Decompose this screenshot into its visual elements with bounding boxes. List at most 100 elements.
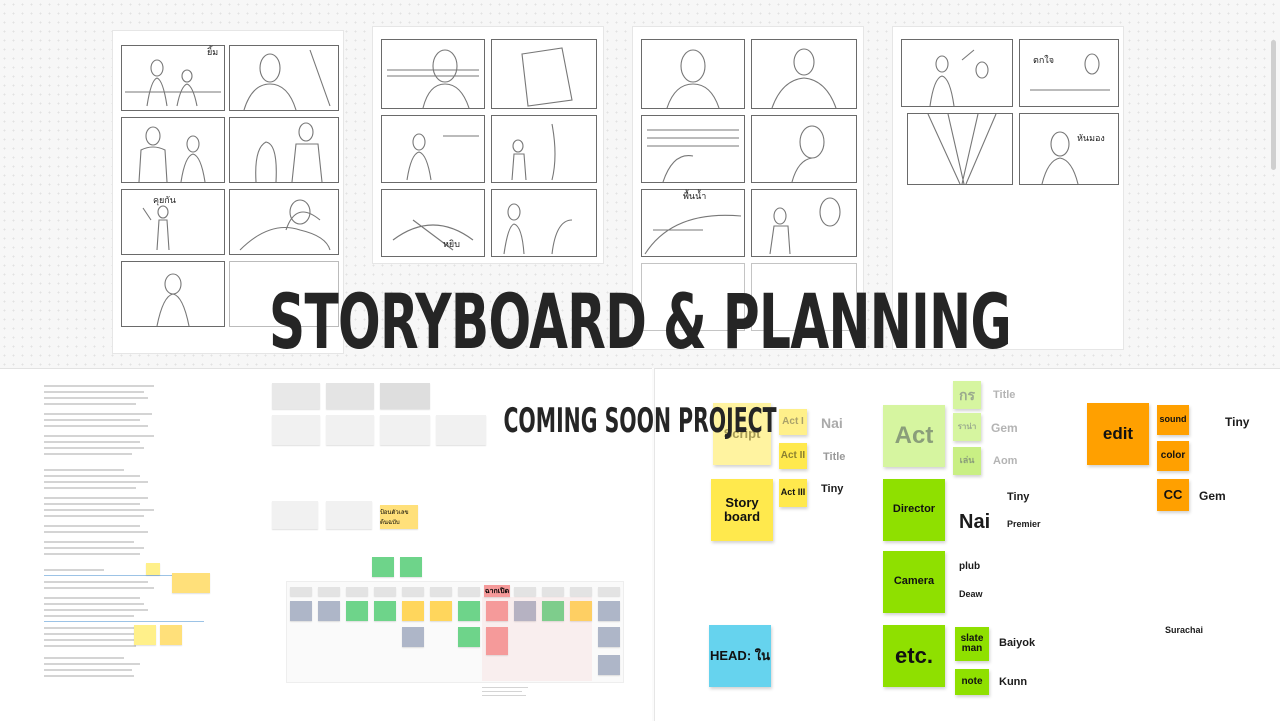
scrollbar[interactable] xyxy=(1271,40,1276,170)
storyboard-panel xyxy=(751,39,857,109)
storyboard-panel xyxy=(641,39,745,109)
timeline-highlight-header[interactable]: ฉากเปิด xyxy=(484,585,510,597)
act-ii-label: Act II xyxy=(780,449,806,461)
storyboard-panel xyxy=(381,39,485,109)
crew-board: Script Act I Nai Act II Title Story boar… xyxy=(654,368,1280,721)
storyboard-annotation: พื้นน้ำ xyxy=(683,191,707,201)
storyboard-annotation: ตกใจ xyxy=(1033,55,1054,65)
timeline-card[interactable] xyxy=(514,601,536,621)
slate-man-sticky[interactable]: slate man xyxy=(955,627,989,661)
tiny2-label: Tiny xyxy=(1225,415,1250,429)
timeline-card[interactable] xyxy=(402,627,424,647)
planning-card[interactable] xyxy=(400,557,422,577)
timeline-pink-area xyxy=(482,597,592,681)
reference-image xyxy=(272,383,320,409)
sound-sticky[interactable]: sound xyxy=(1157,405,1189,435)
color-sticky[interactable]: color xyxy=(1157,441,1189,471)
len-sticky[interactable]: เล่น xyxy=(953,447,981,475)
ran-sticky[interactable]: ราน่า xyxy=(953,413,981,441)
script-label: Script xyxy=(723,426,761,442)
story-board-sticky[interactable]: Story board xyxy=(711,479,773,541)
plub-label: plub xyxy=(959,561,981,572)
act-sticky[interactable]: Act xyxy=(883,405,945,467)
storyboard-panel xyxy=(121,189,225,255)
timeline-card[interactable] xyxy=(598,601,620,621)
director-tiny-label: Tiny xyxy=(1007,491,1030,503)
planning-sticky-note[interactable] xyxy=(134,625,156,645)
timeline-card[interactable] xyxy=(486,627,508,655)
timeline-card[interactable] xyxy=(430,601,452,621)
timeline-card[interactable] xyxy=(486,601,508,621)
note-label: note xyxy=(961,675,983,687)
timeline-card[interactable] xyxy=(570,601,592,621)
aom-label: Aom xyxy=(993,455,1018,467)
storyboard-panel xyxy=(229,45,339,111)
act-label: Act xyxy=(894,422,934,450)
storyboard-panel xyxy=(907,113,1013,185)
nai-label: Nai xyxy=(821,415,843,431)
side-sticky-note[interactable]: ป้อนตัวเลขต้นฉบับ xyxy=(380,505,418,529)
timeline-card[interactable] xyxy=(542,601,564,621)
storyboard-annotation: หยิบ xyxy=(443,239,460,249)
planning-sticky-note[interactable] xyxy=(146,563,160,575)
color-label: color xyxy=(1160,449,1186,461)
storyboard-panel xyxy=(1019,113,1119,185)
storyboard-panel xyxy=(751,115,857,183)
note-sticky[interactable]: note xyxy=(955,669,989,695)
reference-image xyxy=(380,415,430,445)
timeline-card[interactable] xyxy=(402,601,424,621)
side-sticky-note-text: ป้อนตัวเลขต้นฉบับ xyxy=(380,510,409,526)
planning-sticky-note[interactable] xyxy=(172,573,210,593)
timeline-card[interactable] xyxy=(598,655,620,675)
kr-label: กร xyxy=(959,386,975,403)
storyboard-panel xyxy=(751,263,857,331)
storyboard-page-3: พื้นน้ำ xyxy=(632,26,864,350)
head-sticky[interactable]: HEAD: ใน xyxy=(709,625,771,687)
title2-label: Title xyxy=(993,389,1016,401)
storyboard-annotation: คุยกัน xyxy=(153,195,176,205)
etc-sticky[interactable]: etc. xyxy=(883,625,945,687)
script-sticky[interactable]: Script xyxy=(713,403,771,465)
timeline-card[interactable] xyxy=(458,627,480,647)
edit-sticky[interactable]: edit xyxy=(1087,403,1149,465)
act-ii-sticky[interactable]: Act II xyxy=(779,443,807,469)
reference-image xyxy=(380,383,430,409)
planning-card[interactable] xyxy=(372,557,394,577)
timeline-highlight-text: ฉากเปิด xyxy=(484,587,510,595)
timeline-card[interactable] xyxy=(458,601,480,621)
storyboard-panel xyxy=(641,189,745,257)
baiyok-label: Baiyok xyxy=(999,637,1036,649)
gem-label: Gem xyxy=(991,421,1018,435)
reference-image xyxy=(326,501,372,529)
act-i-sticky[interactable]: Act I xyxy=(779,409,807,435)
page-title: STORYBOARD & PLANNING xyxy=(269,277,1012,366)
cc-sticky[interactable]: CC xyxy=(1157,479,1189,511)
timeline-card[interactable] xyxy=(290,601,312,621)
kr-sticky[interactable]: กร xyxy=(953,381,981,409)
head-label: HEAD: ใน xyxy=(709,648,770,664)
director-label: Director xyxy=(892,503,936,516)
planning-sticky-note[interactable] xyxy=(160,625,182,645)
deaw-label: Deaw xyxy=(959,589,983,599)
storyboard-panel xyxy=(491,189,597,257)
camera-label: Camera xyxy=(893,575,935,588)
tiny-label: Tiny xyxy=(821,483,844,495)
storyboard-panel xyxy=(491,39,597,109)
act-iii-sticky[interactable]: Act III xyxy=(779,479,807,507)
timeline-card[interactable] xyxy=(346,601,368,621)
storyboard-panel xyxy=(491,115,597,183)
storyboard-page-1: ยิ้ม คุยกัน xyxy=(112,30,344,354)
gem2-label: Gem xyxy=(1199,489,1226,503)
timeline-card[interactable] xyxy=(598,627,620,647)
camera-sticky[interactable]: Camera xyxy=(883,551,945,613)
director-sticky[interactable]: Director xyxy=(883,479,945,541)
timeline-card[interactable] xyxy=(374,601,396,621)
storyboard-page-4: ตกใจ หันมอง xyxy=(892,26,1124,350)
cc-label: CC xyxy=(1163,487,1183,503)
storyboard-panel xyxy=(121,117,225,183)
timeline-card[interactable] xyxy=(318,601,340,621)
storyboard-panel xyxy=(229,189,339,255)
reference-image xyxy=(436,415,486,445)
storyboard-panel xyxy=(901,39,1013,107)
title-label: Title xyxy=(823,451,846,463)
